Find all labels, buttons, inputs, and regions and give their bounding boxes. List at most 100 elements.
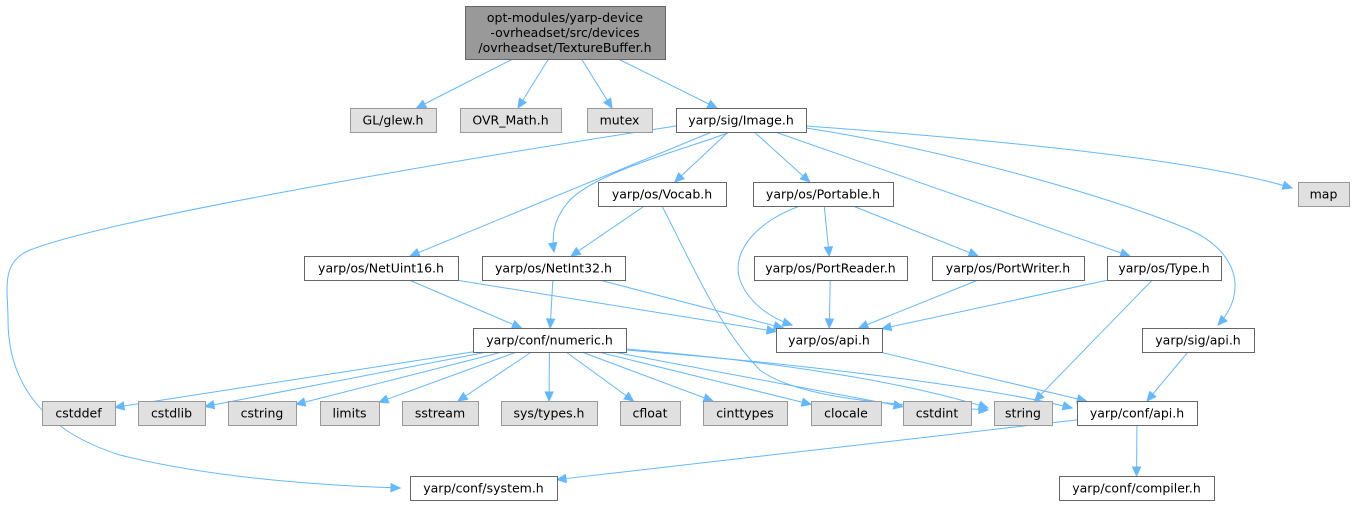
node-label: opt-modules/yarp-device [487, 10, 644, 25]
node-box [402, 401, 479, 426]
node-type[interactable]: yarp/os/Type.h [1107, 256, 1222, 281]
node-box [304, 256, 459, 281]
edge-line [1146, 351, 1189, 402]
edge-arrowhead [781, 317, 794, 327]
edge-arrowhead [1217, 314, 1228, 326]
edge-arrowhead [967, 248, 980, 257]
node-cinttypes: cinttypes [703, 401, 788, 426]
edge-arrowhead [456, 391, 469, 402]
edge-line [378, 351, 517, 403]
node-label: yarp/os/NetUint16.h [318, 261, 444, 276]
edge-line [114, 351, 474, 408]
node-root: opt-modules/yarp-device-ovrheadset/src/d… [465, 6, 666, 60]
node-portable[interactable]: yarp/os/Portable.h [753, 182, 894, 207]
node-box [620, 401, 681, 426]
edge-numeric-to-cstddef [113, 351, 474, 411]
edge-line [881, 279, 1109, 330]
node-box [994, 401, 1053, 426]
node-label: OVR_Math.h [472, 113, 548, 128]
node-glew: GL/glew.h [350, 108, 437, 133]
edge-line [295, 351, 503, 405]
edge-sigapi-to-confapi [1146, 351, 1189, 402]
edge-arrowhead [673, 172, 686, 183]
node-box [754, 256, 908, 281]
edge-portable-to-portreader [823, 205, 834, 258]
node-label: yarp/os/PortReader.h [765, 261, 895, 276]
node-label: cinttypes [716, 406, 774, 421]
edge-arrowhead [892, 400, 905, 410]
edge-portreader-to-osapi [824, 279, 835, 330]
edge-arrowhead [415, 99, 428, 109]
edge-line [570, 205, 645, 257]
node-label: sys/types.h [514, 406, 585, 421]
edge-line [408, 279, 522, 329]
edge-line [775, 131, 1130, 257]
edge-line [581, 58, 613, 109]
node-mutex: mutex [587, 108, 653, 133]
node-label: yarp/conf/system.h [423, 481, 543, 496]
node-cfloat: cfloat [620, 401, 681, 426]
node-box [473, 328, 627, 353]
edges-layer [6, 58, 1294, 493]
node-cstdlib: cstdlib [138, 401, 206, 426]
edge-image-to-vocab [673, 131, 729, 183]
edge-line [409, 131, 713, 257]
node-system[interactable]: yarp/conf/system.h [410, 476, 558, 501]
node-confapi[interactable]: yarp/conf/api.h [1077, 401, 1198, 426]
node-label: clocale [824, 406, 868, 421]
edge-arrowhead [377, 394, 390, 404]
node-box [320, 401, 380, 426]
node-box [932, 256, 1085, 281]
edge-root-to-ovrmath [517, 58, 549, 110]
node-image[interactable]: yarp/sig/Image.h [676, 108, 807, 133]
edge-line [852, 205, 979, 257]
edge-line [753, 131, 811, 183]
edge-arrowhead [602, 97, 613, 110]
edge-line [879, 351, 1087, 402]
edge-arrowhead [857, 320, 870, 329]
node-box [1142, 328, 1255, 353]
edge-arrowhead [1033, 390, 1045, 402]
node-vocab[interactable]: yarp/os/Vocab.h [598, 182, 727, 207]
edge-arrowhead [880, 321, 893, 332]
edge-vocab-to-string [661, 205, 990, 415]
node-cstring: cstring [228, 401, 297, 426]
node-label: limits [332, 406, 366, 421]
edge-line [805, 127, 1236, 326]
edge-numeric-to-clocale [598, 351, 813, 407]
node-portreader[interactable]: yarp/os/PortReader.h [754, 256, 908, 281]
node-box [1298, 182, 1350, 207]
edge-type-to-string [1033, 279, 1153, 402]
edge-line [416, 58, 514, 109]
edge-line [552, 131, 731, 253]
edge-image-to-map [805, 125, 1294, 190]
node-portwriter[interactable]: yarp/os/PortWriter.h [932, 256, 1085, 281]
nodes-layer: opt-modules/yarp-device-ovrheadset/src/d… [42, 6, 1350, 501]
edge-line [599, 279, 784, 329]
node-label: map [1310, 187, 1338, 202]
edge-numeric-to-confapi [625, 349, 1074, 411]
node-clocale: clocale [811, 401, 882, 426]
edge-numeric-to-cstring [294, 351, 503, 407]
node-netint32[interactable]: yarp/os/NetInt32.h [482, 256, 626, 281]
edge-line [455, 279, 777, 332]
edge-arrowhead [977, 400, 990, 410]
edge-arrowhead [765, 325, 778, 335]
edge-arrowhead [203, 400, 216, 410]
edge-root-to-glew [415, 58, 514, 109]
node-box [138, 401, 206, 426]
node-label: yarp/os/NetInt32.h [495, 261, 612, 276]
node-sigapi[interactable]: yarp/sig/api.h [1142, 328, 1255, 353]
node-compiler[interactable]: yarp/conf/compiler.h [1059, 476, 1215, 501]
edge-arrowhead [1131, 466, 1142, 478]
edge-arrowhead [800, 397, 813, 407]
node-osapi[interactable]: yarp/os/api.h [776, 328, 883, 353]
node-label: yarp/sig/Image.h [688, 113, 794, 128]
node-numeric[interactable]: yarp/conf/numeric.h [473, 328, 627, 353]
edge-arrowhead [517, 97, 528, 110]
node-netuint16[interactable]: yarp/os/NetUint16.h [304, 256, 459, 281]
edge-netuint16-to-osapi [455, 279, 778, 335]
edge-numeric-to-cinttypes [581, 351, 715, 403]
edge-confapi-to-system [555, 419, 1078, 484]
